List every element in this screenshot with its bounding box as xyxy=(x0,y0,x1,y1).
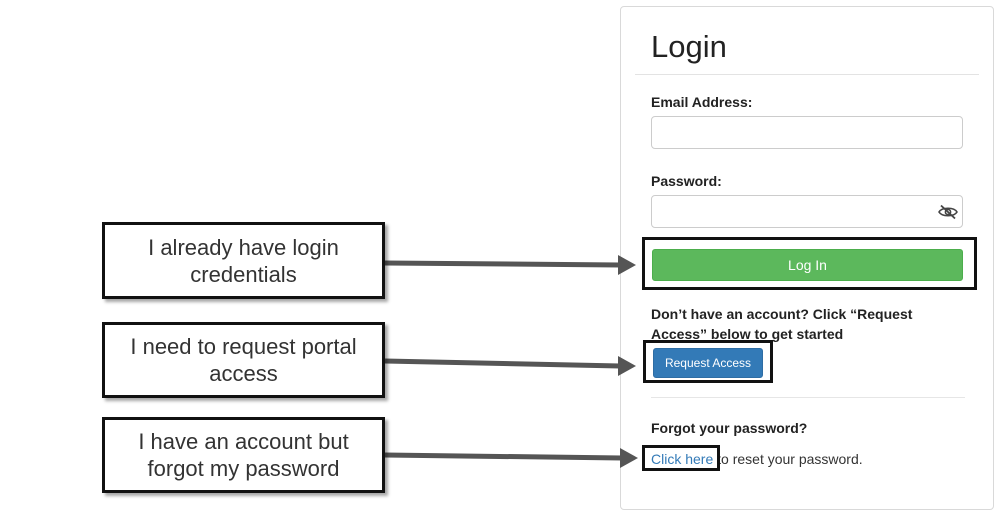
arrow-to-request xyxy=(384,358,621,369)
title-divider xyxy=(635,74,979,75)
log-in-highlight xyxy=(642,237,977,290)
section-divider xyxy=(651,397,965,398)
reset-password-link[interactable]: Click here xyxy=(651,451,714,467)
password-field[interactable] xyxy=(651,195,963,228)
callout-have-credentials-text: I already have login credentials xyxy=(148,234,339,287)
log-in-button[interactable]: Log In xyxy=(652,249,963,281)
callout-request-access: I need to request portal access xyxy=(102,322,385,398)
forgot-password-heading: Forgot your password? xyxy=(651,420,808,436)
callout-forgot-password: I have an account but forgot my password xyxy=(102,417,385,493)
arrow-head-login xyxy=(618,255,636,275)
arrow-head-request xyxy=(618,356,636,376)
email-field[interactable] xyxy=(651,116,963,149)
password-label: Password: xyxy=(651,173,722,189)
click-here-highlight xyxy=(642,445,720,471)
arrow-head-reset xyxy=(620,448,638,468)
callout-forgot-password-text: I have an account but forgot my password xyxy=(138,429,349,481)
callout-have-credentials: I already have login credentials xyxy=(102,222,385,299)
arrow-to-reset xyxy=(384,452,623,461)
reset-password-text: Click here to reset your password. xyxy=(651,451,863,467)
arrow-to-login xyxy=(384,260,621,268)
request-access-prompt: Don’t have an account? Click “Request Ac… xyxy=(651,306,913,342)
eye-slash-icon[interactable] xyxy=(933,195,963,228)
email-label: Email Address: xyxy=(651,94,753,110)
reset-password-suffix: to reset your password. xyxy=(713,451,863,467)
callout-request-access-text: I need to request portal access xyxy=(130,334,357,386)
login-title: Login xyxy=(651,29,727,64)
request-access-highlight xyxy=(643,340,773,383)
login-panel: Login Email Address: Password: Log In Do… xyxy=(620,6,994,510)
request-access-button[interactable]: Request Access xyxy=(653,348,763,378)
